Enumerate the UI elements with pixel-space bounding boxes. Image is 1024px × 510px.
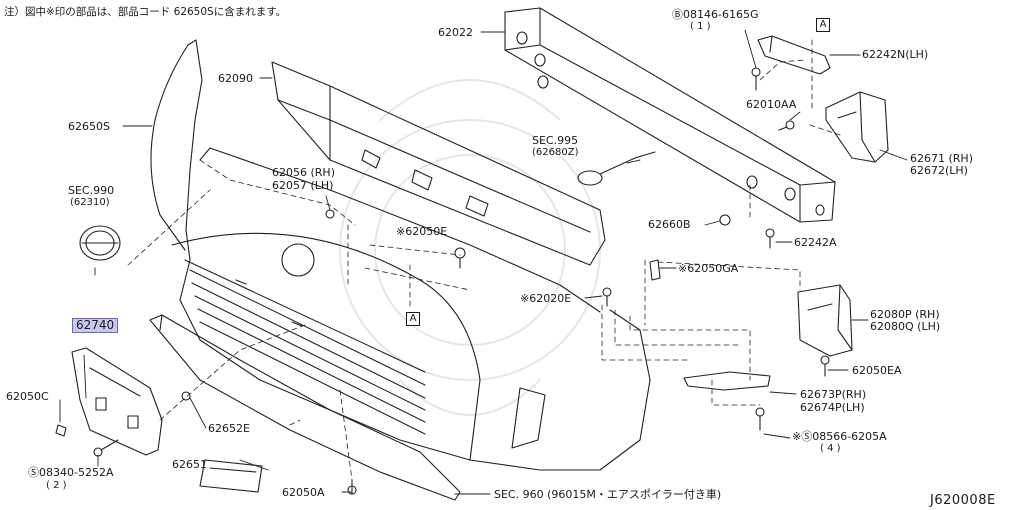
label-62651[interactable]: 62651 xyxy=(172,458,207,471)
label-62650S[interactable]: 62650S xyxy=(68,120,110,133)
reinforcement-beam-62022[interactable] xyxy=(504,7,836,223)
lower-spoiler-62652E[interactable] xyxy=(149,314,461,501)
label-sec990[interactable]: SEC.990 xyxy=(68,184,115,197)
label-08340-qty: ( 2 ) xyxy=(46,480,67,491)
diagram-code: J620008E xyxy=(930,493,996,508)
label-62010AA[interactable]: 62010AA xyxy=(746,98,797,111)
label-62673P[interactable]: 62673P(RH) xyxy=(800,388,867,401)
tow-hook[interactable] xyxy=(577,151,656,186)
energy-absorber-62090[interactable] xyxy=(271,61,606,266)
label-62050A[interactable]: 62050A xyxy=(282,486,325,499)
callout-a-top: A xyxy=(816,18,830,32)
label-08566-qty: ( 4 ) xyxy=(820,443,841,454)
label-62050GA[interactable]: ※62050GA xyxy=(678,262,739,275)
leader-lines xyxy=(59,29,908,495)
parts-note: 注）図中※印の部品は、部品コード 62650Sに含まれます。 xyxy=(4,6,287,18)
label-62056[interactable]: 62056 (RH) xyxy=(272,166,335,179)
label-sec990-sub: (62310) xyxy=(70,197,110,208)
bracket-62673P[interactable] xyxy=(683,371,771,391)
label-08340-5252A[interactable]: Ⓢ08340-5252A xyxy=(28,466,114,479)
label-62674P[interactable]: 62674P(LH) xyxy=(800,401,865,414)
watermark-emblem xyxy=(339,79,601,416)
label-08566-6205A[interactable]: ※Ⓢ08566-6205A xyxy=(792,430,887,443)
nissan-emblem[interactable] xyxy=(79,225,121,261)
label-62080Q[interactable]: 62080Q (LH) xyxy=(870,320,941,333)
label-62740-highlighted[interactable]: 62740 xyxy=(72,318,119,333)
label-08146-6165G[interactable]: Ⓑ08146-6165G xyxy=(672,8,759,21)
bracket-62242N[interactable] xyxy=(757,35,831,75)
label-62242A[interactable]: 62242A xyxy=(794,236,837,249)
label-62652E[interactable]: 62652E xyxy=(208,422,250,435)
label-62050C[interactable]: 62050C xyxy=(6,390,49,403)
fastener-bolts xyxy=(55,67,830,495)
dashed-guides xyxy=(127,39,841,481)
bracket-62080P[interactable] xyxy=(797,284,853,357)
label-62057[interactable]: 62057 (LH) xyxy=(272,179,334,192)
label-62020E[interactable]: ※62020E xyxy=(520,292,572,305)
label-62050EA[interactable]: 62050EA xyxy=(852,364,902,377)
label-62090[interactable]: 62090 xyxy=(218,72,253,85)
label-62242N[interactable]: 62242N(LH) xyxy=(862,48,929,61)
cover-62651[interactable] xyxy=(199,459,263,493)
label-62672[interactable]: 62672(LH) xyxy=(910,164,968,177)
callout-a-center: A xyxy=(406,312,420,326)
label-62660B[interactable]: 62660B xyxy=(648,218,691,231)
label-62050E[interactable]: ※62050E xyxy=(396,225,448,238)
side-bracket-62671[interactable] xyxy=(825,91,889,163)
label-62022[interactable]: 62022 xyxy=(438,26,473,39)
label-sec960[interactable]: SEC. 960 (96015M・エアスポイラー付き車) xyxy=(494,488,722,501)
label-62671[interactable]: 62671 (RH) xyxy=(910,152,973,165)
license-bracket-62740[interactable] xyxy=(71,347,163,456)
label-62080P[interactable]: 62080P (RH) xyxy=(870,308,940,321)
label-08146-qty: ( 1 ) xyxy=(690,21,711,32)
label-sec995-sub: (62680Z) xyxy=(532,147,579,158)
label-sec995[interactable]: SEC.995 xyxy=(532,134,579,147)
bumper-fascia-62650S[interactable] xyxy=(150,39,651,471)
